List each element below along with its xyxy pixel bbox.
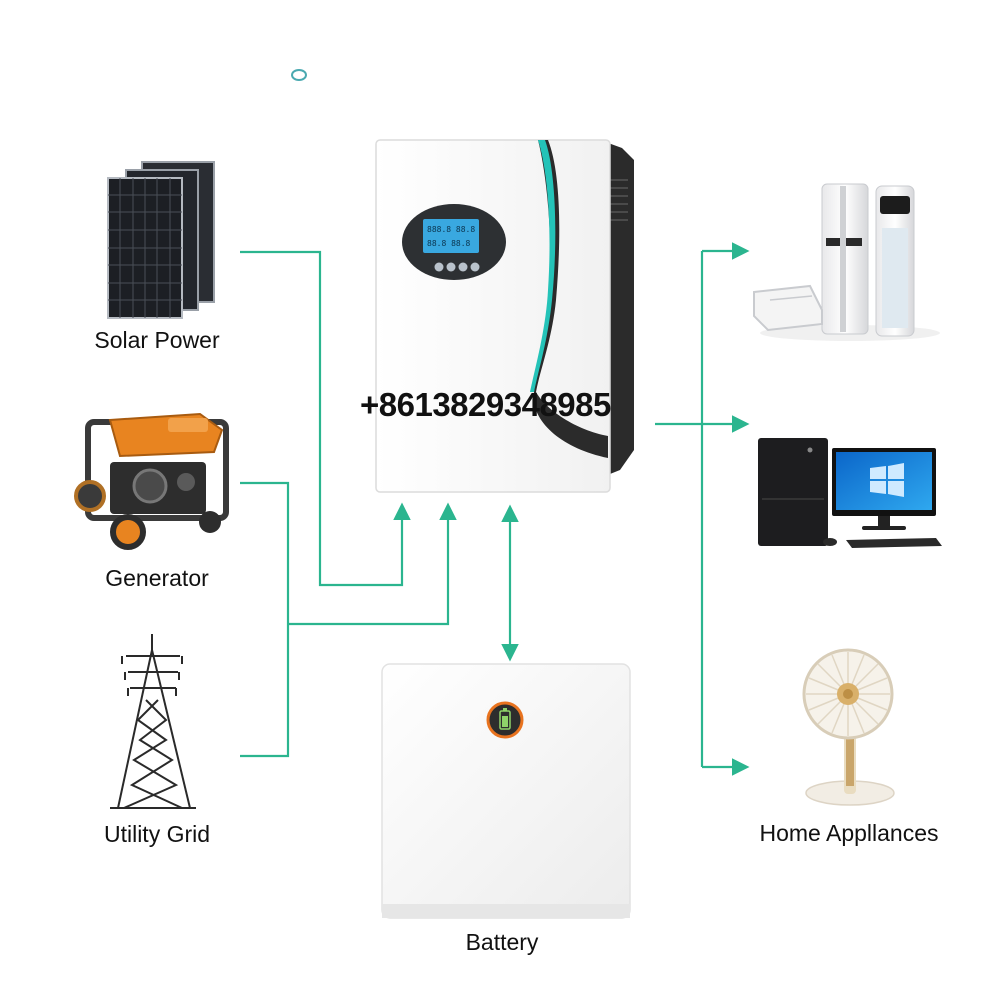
solar-connector (240, 250, 411, 587)
solar-power-label: Solar Power (94, 327, 220, 353)
transmission-tower-icon (110, 634, 196, 809)
desktop-computer-icon (758, 438, 942, 548)
svg-text:888.8 88.8: 888.8 88.8 (427, 225, 475, 234)
battery-label: Battery (465, 929, 539, 955)
solar-panel-icon (107, 161, 215, 319)
generator-connector (240, 481, 290, 758)
contact-phone-number: +8613829348985 (360, 386, 611, 423)
generator-label: Generator (105, 565, 209, 591)
home-appliances-label: Home Appllances (759, 820, 939, 846)
inverter-icon: 888.8 88.8 88.8 88.8 (375, 139, 634, 493)
utility-grid-label: Utility Grid (103, 821, 211, 847)
svg-text:88.8 88.8: 88.8 88.8 (427, 239, 471, 248)
battery-icon (381, 663, 631, 919)
air-conditioner-icon (753, 183, 940, 341)
generator-icon (74, 412, 229, 550)
connectors (240, 242, 750, 776)
grid-merge-connector (288, 502, 457, 626)
desk-fan-icon (802, 648, 895, 806)
small-speck-icon (291, 69, 307, 81)
